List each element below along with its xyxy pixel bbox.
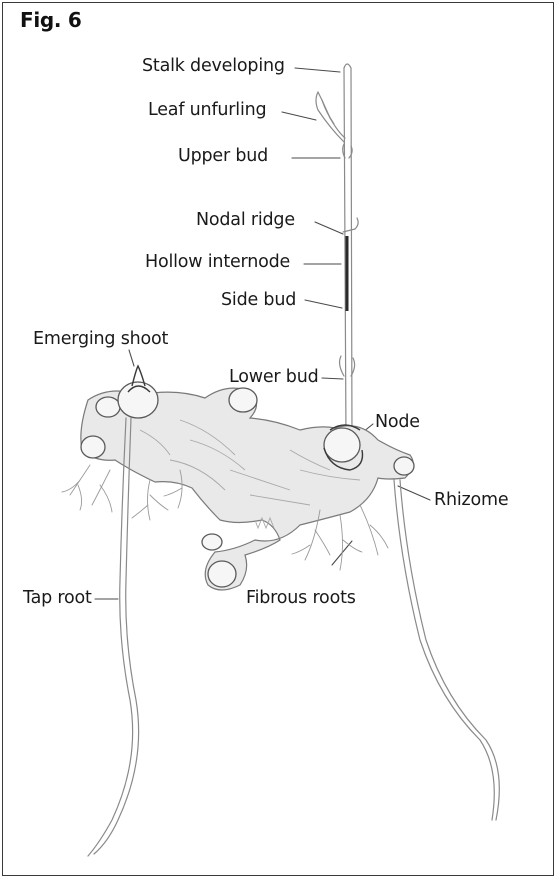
label-side-bud: Side bud [221, 292, 296, 310]
tap-root-drawing [88, 418, 139, 856]
label-stalk-developing: Stalk developing [142, 58, 285, 76]
leader-lower-bud [322, 378, 343, 379]
label-nodal-ridge: Nodal ridge [196, 212, 295, 230]
leader-rhizome [398, 486, 430, 500]
leader-leaf-unfurling [282, 112, 316, 120]
label-leaf-unfurling: Leaf unfurling [148, 102, 266, 120]
label-hollow-internode: Hollow internode [145, 254, 290, 272]
leader-emerging-shoot [129, 350, 134, 366]
hollow-internode-mark [346, 236, 349, 311]
label-lower-bud: Lower bud [229, 369, 319, 387]
label-fibrous-roots: Fibrous roots [246, 590, 356, 608]
long-root-right [394, 480, 499, 820]
unfurling-leaf [316, 92, 345, 142]
label-emerging-shoot: Emerging shoot [33, 331, 168, 349]
leader-nodal-ridge [315, 222, 343, 234]
leader-side-bud [305, 300, 342, 308]
label-node: Node [375, 414, 420, 432]
leader-stalk-developing [295, 68, 340, 72]
label-tap-root: Tap root [23, 590, 92, 608]
label-rhizome: Rhizome [434, 492, 508, 510]
bamboo-stalk [340, 64, 359, 440]
label-upper-bud: Upper bud [178, 148, 268, 166]
